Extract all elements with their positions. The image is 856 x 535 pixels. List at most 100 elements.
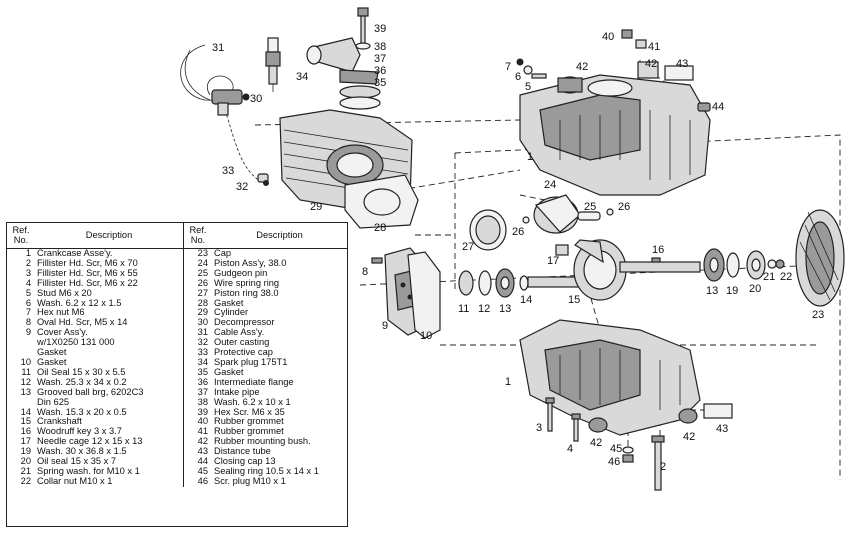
description-cell: Gudgeon pin bbox=[214, 267, 268, 278]
description-cell: Intermediate flange bbox=[214, 376, 294, 387]
description-cell: Needle cage 12 x 15 x 13 bbox=[37, 436, 143, 447]
ref-cell: 24 bbox=[183, 258, 212, 269]
description-cell: Cover Ass'y. bbox=[37, 327, 88, 338]
ref-cell: 35 bbox=[183, 367, 212, 378]
callout-labels: 31 34 30 39 38 37 36 35 33 32 29 28 40 4… bbox=[212, 23, 824, 473]
description-cell: Piston Ass'y, 38.0 bbox=[214, 257, 287, 268]
ref-cell: 38 bbox=[183, 397, 212, 408]
description-cell: Cylinder bbox=[214, 307, 249, 318]
callout-11: 11 bbox=[458, 303, 469, 315]
callout-31: 31 bbox=[212, 42, 224, 54]
callout-10: 10 bbox=[420, 330, 432, 342]
description-cell: Decompressor bbox=[214, 317, 275, 328]
description-cell: Gasket bbox=[37, 356, 67, 367]
description-cell: Gasket bbox=[37, 347, 67, 358]
callout-24: 24 bbox=[544, 179, 556, 191]
callout-6: 6 bbox=[515, 71, 521, 83]
description-cell: Grooved ball brg, 6202C3 bbox=[37, 386, 144, 397]
callout-45: 45 bbox=[610, 443, 622, 455]
ref-cell: 6 bbox=[25, 297, 31, 308]
cap-23 bbox=[795, 209, 845, 307]
callout-43-top: 43 bbox=[676, 58, 688, 70]
ref-cell: 39 bbox=[183, 407, 212, 418]
ref-cell: 40 bbox=[183, 417, 212, 428]
callout-21: 21 bbox=[763, 271, 775, 283]
spark-plug bbox=[265, 37, 281, 92]
ref-header-left: Ref. No. bbox=[7, 223, 35, 249]
description-cell: Scr. plug M10 x 1 bbox=[214, 475, 286, 486]
ref-cell: 27 bbox=[183, 288, 212, 299]
description-cell: Wire spring ring bbox=[214, 277, 280, 288]
piston-assembly bbox=[469, 194, 614, 251]
description-cell: Cable Ass'y. bbox=[214, 327, 265, 338]
description-cell: Rubber grommet bbox=[214, 416, 284, 427]
decompressor bbox=[211, 89, 250, 116]
callout-7: 7 bbox=[505, 61, 511, 73]
callout-42-lower-right: 42 bbox=[683, 431, 695, 443]
description-cell: Cap bbox=[214, 248, 232, 258]
ref-cell: 45 bbox=[183, 466, 212, 477]
desc-header-right: Description bbox=[212, 223, 347, 249]
description-cell: Hex nut M6 bbox=[37, 307, 85, 318]
callout-19: 19 bbox=[726, 285, 738, 297]
description-cell: Oval Hd. Scr, M5 x 14 bbox=[37, 317, 128, 328]
callout-2: 2 bbox=[660, 461, 666, 473]
ref-cell: 44 bbox=[183, 456, 212, 467]
description-cell: Gasket bbox=[214, 366, 244, 377]
description-cell: Piston ring 38.0 bbox=[214, 287, 279, 298]
ref-cell: 11 bbox=[21, 366, 31, 377]
ref-cell: 12 bbox=[20, 376, 31, 387]
description-cell: Oil Seal 15 x 30 x 5.5 bbox=[37, 366, 126, 377]
callout-41: 41 bbox=[648, 41, 660, 53]
callout-13-left: 13 bbox=[499, 303, 511, 315]
cylinder-gasket bbox=[344, 174, 419, 229]
callout-28: 28 bbox=[374, 222, 386, 234]
ref-cell: 20 bbox=[20, 456, 31, 467]
ref-cell bbox=[7, 338, 35, 348]
ref-cell: 36 bbox=[183, 377, 212, 388]
description-cell: Spring wash. for M10 x 1 bbox=[37, 465, 140, 476]
callout-9: 9 bbox=[382, 320, 388, 332]
description-cell: Rubber mounting bush. bbox=[214, 436, 311, 447]
ref-cell: 7 bbox=[25, 307, 31, 318]
description-cell: Rubber grommet bbox=[214, 426, 284, 437]
callout-37: 37 bbox=[374, 53, 386, 65]
description-cell: Wash. 25.3 x 34 x 0.2 bbox=[37, 376, 127, 387]
callout-12: 12 bbox=[478, 303, 490, 315]
intake-pipe bbox=[306, 37, 381, 110]
ref-cell: 37 bbox=[183, 387, 212, 398]
description-cell: Hex Scr. M6 x 35 bbox=[214, 406, 285, 417]
ref-cell: 34 bbox=[183, 357, 212, 368]
callout-39: 39 bbox=[374, 23, 386, 35]
description-cell: Gasket bbox=[214, 297, 244, 308]
callout-38: 38 bbox=[374, 41, 386, 53]
callout-14: 14 bbox=[520, 294, 532, 306]
callout-42-top-left: 42 bbox=[576, 61, 588, 73]
callout-40: 40 bbox=[602, 31, 614, 43]
callout-33: 33 bbox=[222, 165, 234, 177]
ref-cell: 17 bbox=[20, 436, 31, 447]
description-cell: Crankshaft bbox=[37, 416, 82, 427]
callout-20: 20 bbox=[749, 283, 761, 295]
lower-screws-and-plugs bbox=[545, 397, 733, 491]
ref-cell: 5 bbox=[25, 287, 31, 298]
ref-cell: 32 bbox=[183, 337, 212, 349]
description-cell: Stud M6 x 20 bbox=[37, 287, 92, 298]
callout-26-left: 26 bbox=[512, 226, 524, 238]
callout-42-lower-left: 42 bbox=[590, 437, 602, 449]
callout-44: 44 bbox=[712, 101, 724, 113]
